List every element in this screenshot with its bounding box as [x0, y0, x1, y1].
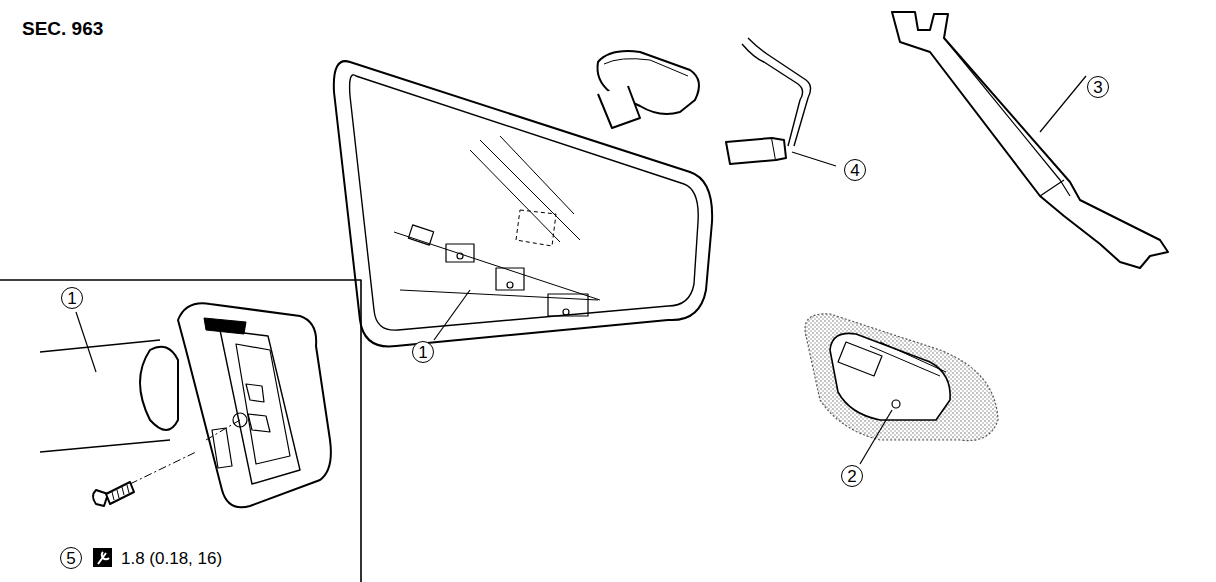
- callout-number: 4: [844, 159, 866, 181]
- callout-number: 1: [412, 341, 434, 363]
- callout-number: 5: [60, 547, 82, 569]
- section-title: SEC. 963: [22, 19, 103, 38]
- callout-number: 2: [841, 465, 863, 487]
- torque-value: 1.8 (0.18, 16): [121, 550, 222, 567]
- callout-number: 3: [1087, 76, 1109, 98]
- callout-number: 1: [61, 287, 83, 309]
